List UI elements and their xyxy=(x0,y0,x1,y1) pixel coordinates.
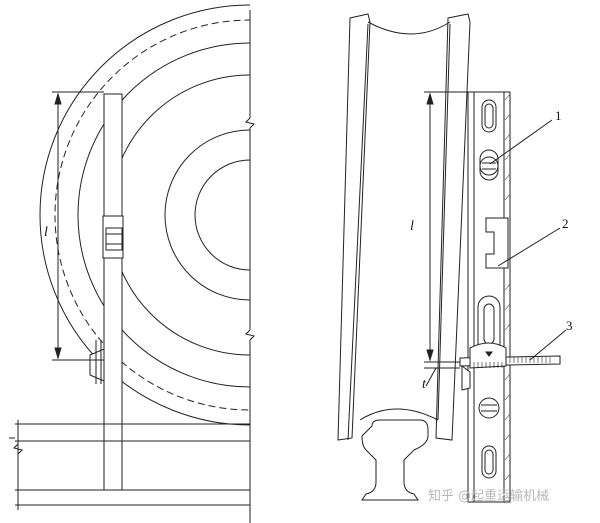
gauge-slot-1 xyxy=(481,99,497,133)
ruler-tip xyxy=(461,365,471,391)
right-length-label: l xyxy=(410,219,414,234)
feeler-ruler xyxy=(459,342,561,391)
wheel-hub-outer xyxy=(164,129,250,301)
left-gauge-slot xyxy=(102,215,124,259)
break-mark-upper xyxy=(245,117,255,129)
callout-3: 3 xyxy=(566,318,573,333)
wheel-hub-inner xyxy=(194,159,250,271)
break-mark-lower xyxy=(245,329,255,341)
callout-1: 1 xyxy=(555,108,562,123)
gauge-screw-2 xyxy=(478,397,500,419)
wheel-outer-rim xyxy=(39,4,250,426)
left-thumb-screw xyxy=(89,348,105,382)
left-length-label: l xyxy=(44,225,48,240)
wheel-flange-circle xyxy=(77,42,250,388)
clamp-block xyxy=(485,217,509,269)
left-rail-base xyxy=(9,420,250,510)
watermark-text: 知乎 @起重运输机械 xyxy=(428,488,549,504)
right-dimension xyxy=(424,91,468,387)
callout-leaders xyxy=(489,119,567,361)
wheel-cross-section xyxy=(337,13,471,501)
left-gauge-plate xyxy=(89,93,124,491)
rail-section xyxy=(361,419,429,501)
gap-label: t xyxy=(422,377,427,392)
gauge-slot-4 xyxy=(481,445,497,479)
watermark: 知乎 @起重运输机械 xyxy=(428,488,549,504)
callout-2: 2 xyxy=(562,216,569,231)
right-gauge-bar xyxy=(467,91,511,503)
left-dimension xyxy=(52,91,104,361)
